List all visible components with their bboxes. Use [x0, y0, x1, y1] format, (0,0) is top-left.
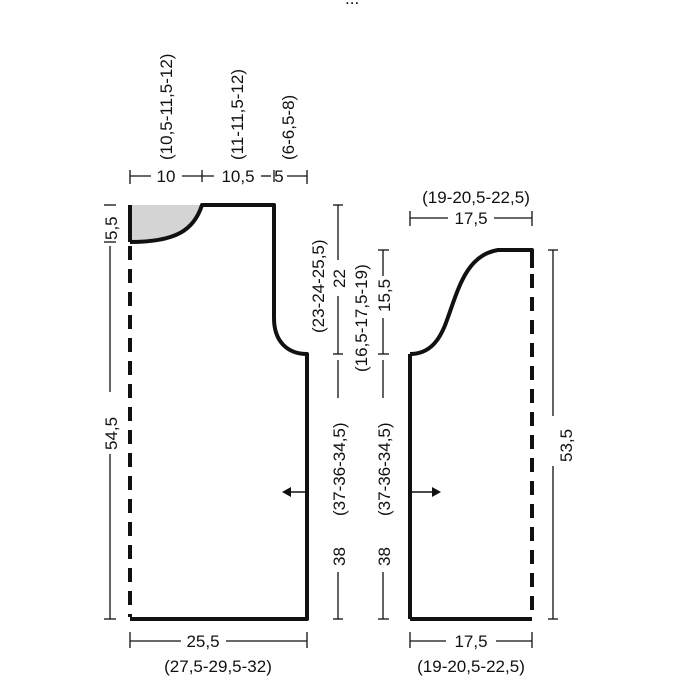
back-total-length-dimension: 54,5 — [102, 246, 121, 620]
back-shoulder-width: 10,5 — [221, 167, 254, 186]
back-armhole-depth-dimension: 22 (23-24-25,5) — [309, 204, 349, 355]
sleeve-knitting-direction-arrow — [410, 487, 441, 497]
back-side-length-dimension: 38 (37-36-34,5) — [330, 360, 349, 620]
sleeve-top-dimension: (19-20,5-22,5) 17,5 — [409, 188, 533, 228]
sleeve-bottom-width-alt: (19-20,5-22,5) — [417, 657, 525, 676]
back-neck-width-alt: (10,5-11,5-12) — [157, 54, 176, 160]
back-shoulder-width-alt: (11-11,5-12) — [228, 69, 247, 160]
sleeve-cap-depth: 15,5 — [375, 279, 394, 312]
sleeve-bottom-width: 17,5 — [454, 632, 487, 651]
back-top-dimension: 10 10,5 5 — [129, 167, 308, 186]
back-neck-width: 10 — [157, 167, 176, 186]
back-bottom-width-alt: (27,5-29,5-32) — [164, 657, 272, 676]
sleeve-total-length-dimension: 53,5 — [548, 249, 576, 620]
sleeve-side-length: 38 — [375, 547, 394, 566]
sleeve-bottom-dimension: 17,5 (19-20,5-22,5) — [409, 632, 533, 676]
back-bottom-dimension: 25,5 (27,5-29,5-32) — [129, 632, 308, 676]
back-neck-depth: 5,5 — [102, 216, 121, 240]
sleeve-top-width-alt: (19-20,5-22,5) — [422, 188, 530, 207]
sleeve-cap-depth-alt: (16,5-17,5-19) — [352, 264, 371, 372]
back-neck-depth-dimension: 5,5 — [102, 204, 121, 243]
sleeve-top-width: 17,5 — [454, 209, 487, 228]
sleeve-side-length-dimension: 38 (37-36-34,5) — [375, 360, 394, 620]
back-knitting-direction-arrow — [282, 487, 308, 497]
sleeve-outline — [409, 248, 534, 356]
back-neck-shading — [130, 205, 202, 242]
back-armhole-depth-alt: (23-24-25,5) — [309, 239, 328, 333]
back-armhole-width-alt: (6-6,5-8) — [279, 95, 298, 160]
sleeve-piece — [408, 248, 534, 621]
back-outline — [129, 203, 309, 621]
back-bottom-width: 25,5 — [186, 632, 219, 651]
back-total-length: 54,5 — [102, 417, 121, 450]
back-armhole-depth: 22 — [330, 269, 349, 288]
header-fragment: ... — [345, 0, 359, 8]
sleeve-side-length-alt: (37-36-34,5) — [375, 422, 394, 516]
back-side-length-alt: (37-36-34,5) — [330, 422, 349, 516]
back-piece — [128, 203, 309, 621]
sleeve-total-length: 53,5 — [557, 429, 576, 462]
back-side-length: 38 — [330, 547, 349, 566]
back-armhole-width: 5 — [274, 167, 283, 186]
sleeve-cap-dimension: 15,5 (16,5-17,5-19) — [352, 249, 394, 372]
